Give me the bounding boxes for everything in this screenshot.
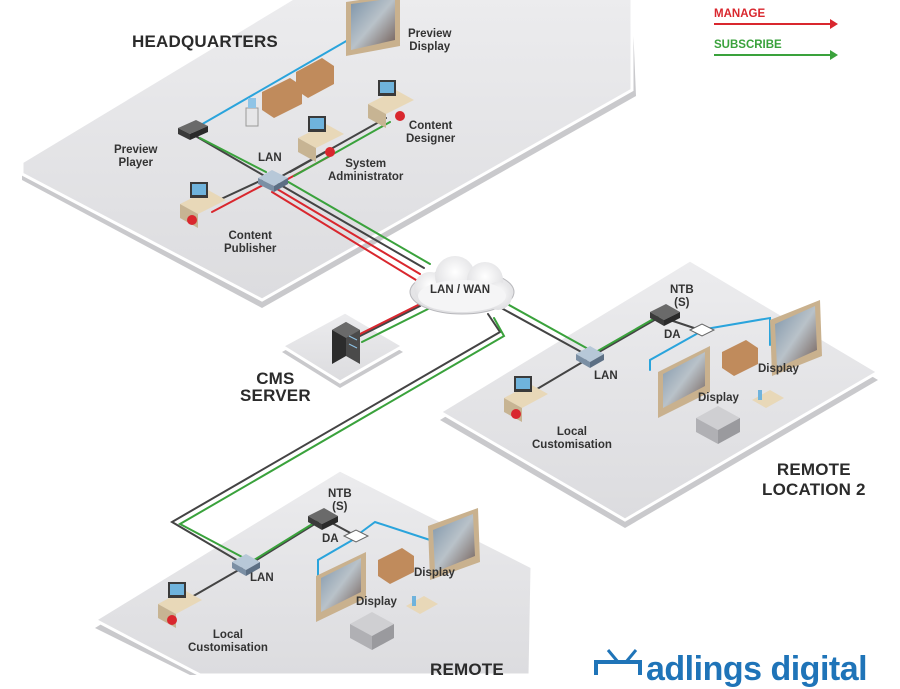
remote1-sofa xyxy=(378,548,414,584)
remote2-lan-switch xyxy=(576,346,604,368)
remote2-kiosk xyxy=(752,390,784,408)
remote2-local-customisation-label: Local Customisation xyxy=(532,426,612,451)
remote2-ntb-label: NTB (S) xyxy=(670,284,694,309)
remote2-lan-label: LAN xyxy=(594,370,618,382)
remote1-display-a-label: Display xyxy=(356,596,397,608)
headquarters-title: HEADQUARTERS xyxy=(132,32,278,51)
workstation-system-administrator xyxy=(298,116,344,162)
hq-sofas xyxy=(262,58,334,118)
workstation-content-publisher xyxy=(180,182,226,228)
preview-player-device xyxy=(178,120,208,140)
remote2-sofa xyxy=(722,340,758,376)
remote1-kiosk xyxy=(406,596,438,614)
remote1-lan-label: LAN xyxy=(250,572,274,584)
content-publisher-label: Content Publisher xyxy=(224,230,277,255)
remote2-display-b xyxy=(770,300,822,376)
remote1-shelf xyxy=(350,612,394,650)
remote2-display-b-label: Display xyxy=(758,363,799,375)
remote1-da-device xyxy=(342,529,370,543)
cms-server-title: CMS SERVER xyxy=(240,369,311,405)
preview-player-label: Preview Player xyxy=(114,144,158,169)
lan-wan-label: LAN / WAN xyxy=(430,284,491,296)
lan-wan-cloud xyxy=(409,256,515,315)
preview-display-screen xyxy=(346,0,400,56)
remote2-da-label: DA xyxy=(664,329,681,341)
network-diagram xyxy=(22,0,878,675)
remote1-local-customisation-label: Local Customisation xyxy=(188,629,268,654)
workstation-content-designer xyxy=(368,80,414,128)
remote2-workstation xyxy=(504,376,548,422)
preview-display-label: Preview Display xyxy=(408,28,452,53)
remote2-display-a-label: Display xyxy=(698,392,739,404)
company-logo-text: adlings digital xyxy=(646,650,868,688)
legend-subscribe-label: SUBSCRIBE xyxy=(714,39,782,51)
links xyxy=(170,35,771,599)
remote-location-1-title: REMOTE xyxy=(430,660,504,679)
remote1-da-label: DA xyxy=(322,533,339,545)
remote1-display-b-label: Display xyxy=(414,567,455,579)
tv-icon xyxy=(594,649,642,675)
hq-lan-label: LAN xyxy=(258,152,282,164)
remote1-floor xyxy=(91,468,534,675)
legend-manage-label: MANAGE xyxy=(714,8,766,20)
remote1-ntb-device xyxy=(308,508,338,530)
hq-lan-switch xyxy=(258,170,288,192)
system-administrator-label: System Administrator xyxy=(328,158,404,183)
remote-location-2-title: REMOTE LOCATION 2 xyxy=(762,460,866,499)
remote1-display-a xyxy=(316,552,366,622)
remote1-workstation xyxy=(158,582,202,628)
content-designer-label: Content Designer xyxy=(406,120,456,145)
water-cooler-icon xyxy=(245,98,259,127)
remote1-display-b xyxy=(428,508,480,580)
legend-manage-arrow xyxy=(714,19,838,29)
remote2-display-a xyxy=(658,346,710,418)
remote1-ntb-label: NTB (S) xyxy=(328,488,352,513)
legend-subscribe-arrow xyxy=(714,50,838,60)
remote2-shelf xyxy=(696,406,740,444)
remote2-da-device xyxy=(688,323,716,337)
remote2-ntb-device xyxy=(650,304,680,326)
remote1-lan-switch xyxy=(232,554,260,576)
cms-server-rack xyxy=(332,322,360,364)
